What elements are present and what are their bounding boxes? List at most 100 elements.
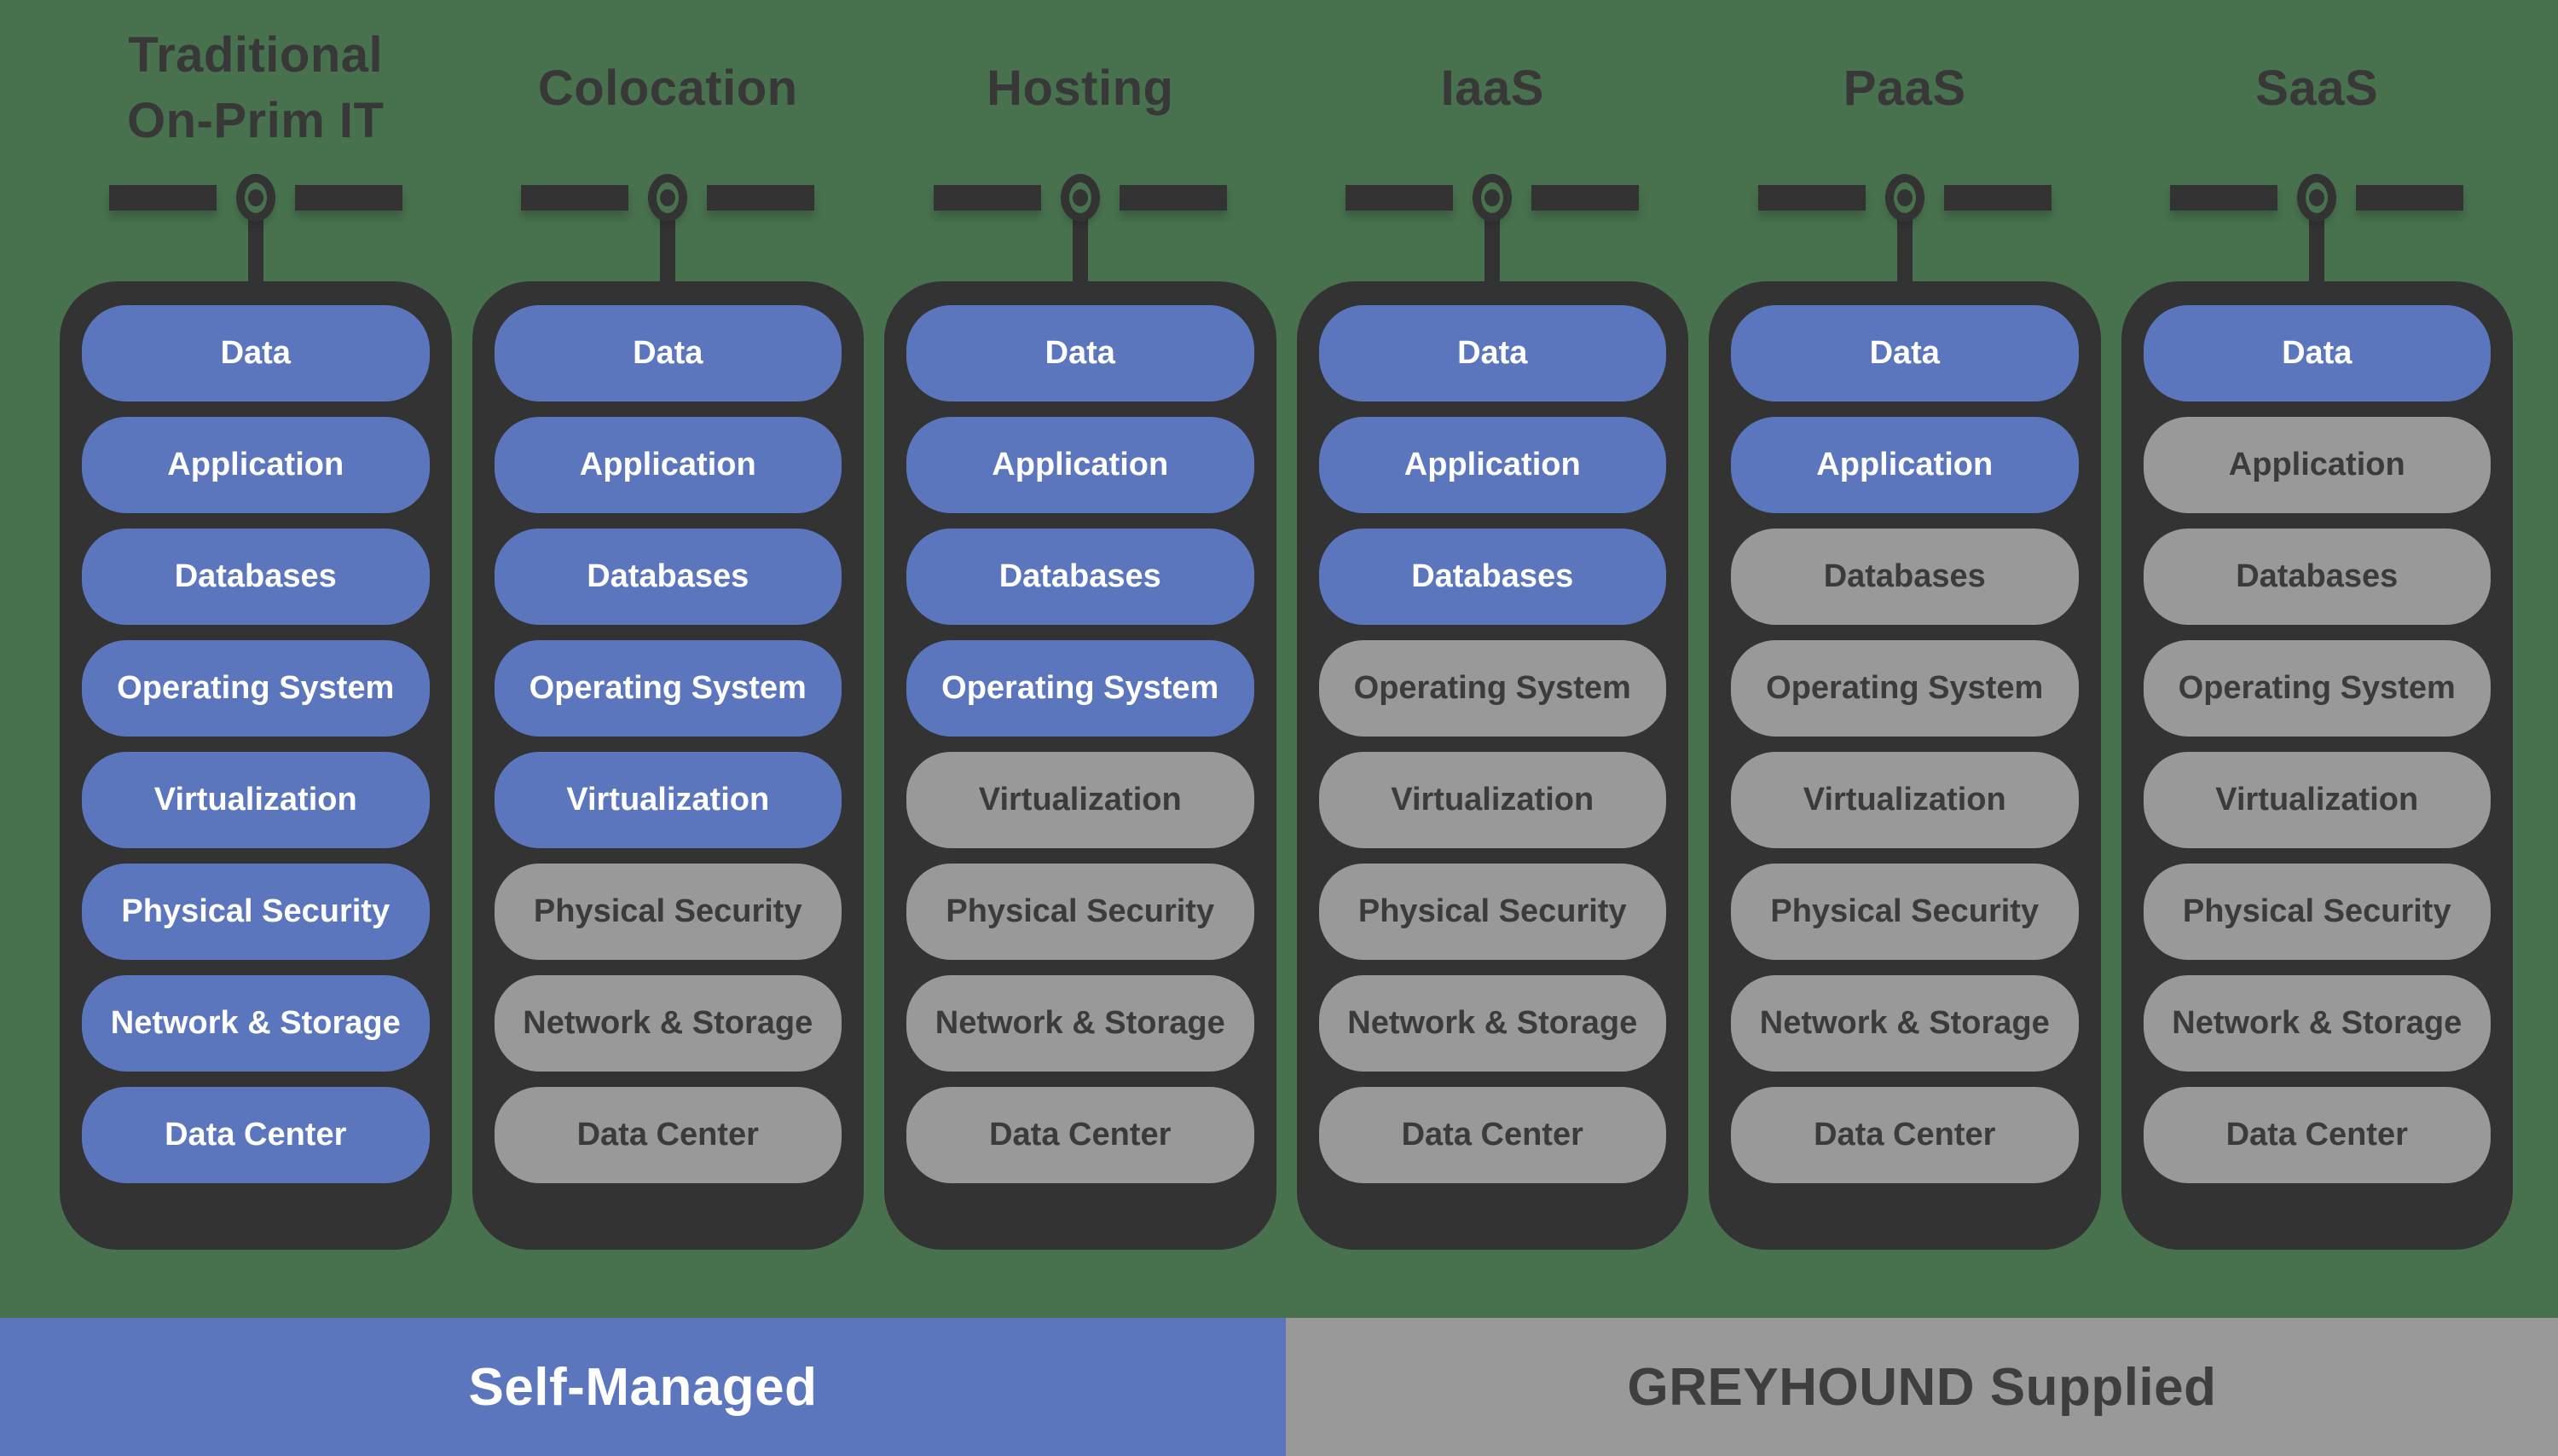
layer-pill: Network & Storage bbox=[1731, 975, 2079, 1072]
layer-label: Network & Storage bbox=[2172, 1005, 2463, 1041]
layer-pill: Physical Security bbox=[494, 864, 842, 960]
layer-label: Data Center bbox=[576, 1117, 759, 1153]
layer-label: Databases bbox=[1823, 558, 1986, 594]
layer-label: Databases bbox=[998, 558, 1161, 594]
columns-row: Traditional On-Prim IT Data Application … bbox=[60, 0, 2513, 1250]
service-model-column: Colocation Data Application Databases Op… bbox=[472, 0, 864, 1250]
layer-pill: Virtualization bbox=[494, 752, 842, 848]
layer-label: Application bbox=[2228, 447, 2405, 482]
column-title: Colocation bbox=[537, 60, 798, 116]
layer-label: Operating System bbox=[117, 670, 395, 706]
service-model-column: Hosting Data Application Databases Opera… bbox=[884, 0, 1276, 1250]
slider-track-right-icon bbox=[1119, 185, 1227, 211]
layer-pill: Data Center bbox=[906, 1087, 1254, 1183]
column-title: IaaS bbox=[1440, 60, 1544, 116]
layer-label: Physical Security bbox=[946, 893, 1215, 929]
column-title: SaaS bbox=[2255, 60, 2379, 116]
slider-icon[interactable] bbox=[933, 172, 1227, 223]
slider-track-left-icon bbox=[1757, 185, 1866, 211]
layer-label: Physical Security bbox=[1770, 893, 2040, 929]
layer-stack: Data Application Databases Operating Sys… bbox=[1296, 281, 1688, 1250]
layer-label: Physical Security bbox=[533, 893, 802, 929]
slider-icon[interactable] bbox=[1346, 172, 1640, 223]
slider-icon[interactable] bbox=[108, 172, 402, 223]
layer-label: Operating System bbox=[2178, 670, 2456, 706]
layer-label: Data bbox=[1457, 335, 1528, 371]
slider-icon[interactable] bbox=[1757, 172, 2052, 223]
layer-pill: Network & Storage bbox=[2143, 975, 2491, 1072]
layer-pill: Data bbox=[1318, 305, 1666, 402]
column-title: PaaS bbox=[1843, 60, 1966, 116]
legend-bands: Self-Managed GREYHOUND Supplied bbox=[0, 1318, 2558, 1456]
layer-pill: Application bbox=[2143, 417, 2491, 513]
layer-label: Application bbox=[1403, 447, 1581, 482]
layer-pill: Data bbox=[906, 305, 1254, 402]
layer-stack: Data Application Databases Operating Sys… bbox=[1709, 281, 2101, 1250]
layer-label: Application bbox=[992, 447, 1169, 482]
layer-pill: Data bbox=[1731, 305, 2079, 402]
layer-label: Data Center bbox=[1401, 1117, 1583, 1153]
layer-label: Operating System bbox=[941, 670, 1219, 706]
layer-label: Data Center bbox=[989, 1117, 1172, 1153]
layer-label: Virtualization bbox=[153, 782, 357, 818]
layer-pill: Network & Storage bbox=[1318, 975, 1666, 1072]
layer-label: Network & Storage bbox=[1347, 1005, 1638, 1041]
connector-stem bbox=[1484, 220, 1501, 281]
layer-stack: Data Application Databases Operating Sys… bbox=[2121, 281, 2513, 1250]
slider-knob-dot-icon bbox=[1072, 189, 1088, 206]
service-model-column: SaaS Data Application Databases Operatin… bbox=[2121, 0, 2513, 1250]
slider-icon[interactable] bbox=[2170, 172, 2464, 223]
layer-label: Data Center bbox=[165, 1117, 347, 1153]
layer-pill: Virtualization bbox=[906, 752, 1254, 848]
layer-pill: Network & Storage bbox=[906, 975, 1254, 1072]
layer-pill: Virtualization bbox=[2143, 752, 2491, 848]
slider-knob-dot-icon bbox=[1484, 189, 1501, 206]
column-title: Traditional On-Prim IT bbox=[127, 27, 385, 148]
layer-pill: Physical Security bbox=[1731, 864, 2079, 960]
slider-knob-icon bbox=[648, 174, 688, 222]
layer-label: Databases bbox=[174, 558, 337, 594]
layer-label: Data bbox=[220, 335, 291, 371]
layer-label: Virtualization bbox=[1391, 782, 1594, 818]
layer-pill: Virtualization bbox=[1318, 752, 1666, 848]
layer-pill: Databases bbox=[906, 529, 1254, 625]
connector-stem bbox=[2309, 220, 2325, 281]
layer-label: Application bbox=[579, 447, 756, 482]
layer-stack: Data Application Databases Operating Sys… bbox=[472, 281, 864, 1250]
layer-pill: Databases bbox=[2143, 529, 2491, 625]
layer-pill: Application bbox=[1318, 417, 1666, 513]
layer-pill: Databases bbox=[1318, 529, 1666, 625]
layer-label: Network & Storage bbox=[1759, 1005, 2050, 1041]
layer-pill: Operating System bbox=[1318, 640, 1666, 737]
layer-pill: Databases bbox=[1731, 529, 2079, 625]
layer-label: Network & Storage bbox=[523, 1005, 813, 1041]
column-title: Hosting bbox=[987, 60, 1174, 116]
layer-pill: Application bbox=[906, 417, 1254, 513]
layer-pill: Physical Security bbox=[906, 864, 1254, 960]
layer-label: Network & Storage bbox=[110, 1005, 401, 1041]
slider-track-right-icon bbox=[1943, 185, 2052, 211]
layer-pill: Data Center bbox=[2143, 1087, 2491, 1183]
slider-track-right-icon bbox=[707, 185, 815, 211]
slider-track-left-icon bbox=[1346, 185, 1454, 211]
layer-pill: Operating System bbox=[1731, 640, 2079, 737]
layer-label: Data Center bbox=[1814, 1117, 1996, 1153]
layer-label: Data bbox=[1045, 335, 1115, 371]
slider-knob-dot-icon bbox=[1896, 189, 1913, 206]
layer-stack: Data Application Databases Operating Sys… bbox=[884, 281, 1276, 1250]
slider-knob-icon bbox=[1060, 174, 1100, 222]
layer-label: Operating System bbox=[529, 670, 807, 706]
layer-pill: Application bbox=[494, 417, 842, 513]
layer-label: Data Center bbox=[2225, 1117, 2408, 1153]
layer-label: Application bbox=[167, 447, 344, 482]
slider-knob-dot-icon bbox=[660, 189, 676, 206]
slider-icon[interactable] bbox=[521, 172, 815, 223]
layer-pill: Data Center bbox=[1731, 1087, 2079, 1183]
layer-pill: Network & Storage bbox=[494, 975, 842, 1072]
service-model-column: Traditional On-Prim IT Data Application … bbox=[60, 0, 452, 1250]
slider-knob-icon bbox=[235, 174, 275, 222]
layer-label: Databases bbox=[587, 558, 749, 594]
layer-pill: Application bbox=[82, 417, 430, 513]
layer-pill: Data Center bbox=[494, 1087, 842, 1183]
layer-pill: Application bbox=[1731, 417, 2079, 513]
